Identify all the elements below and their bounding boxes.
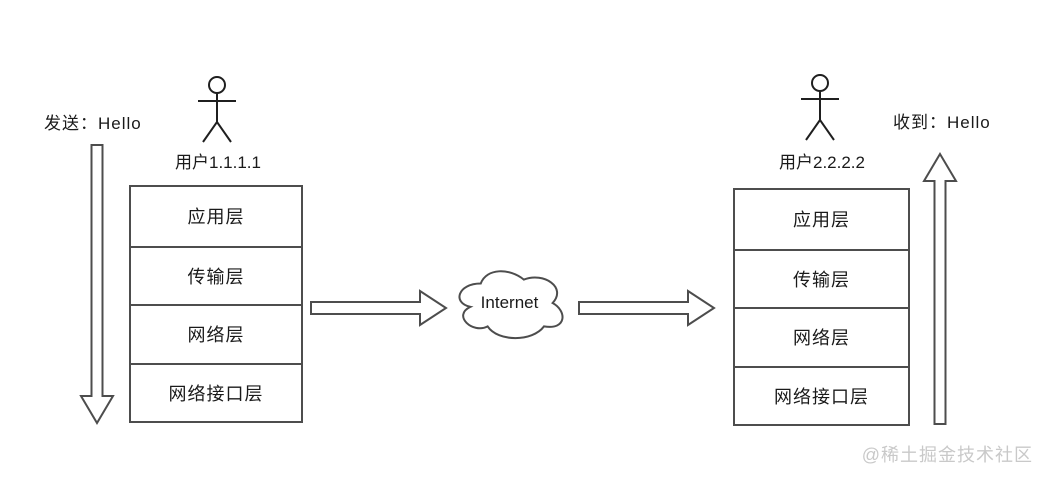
receiver-layer-application: 应用层 (793, 210, 850, 231)
receiver-stick-figure-icon (801, 74, 839, 141)
receiver-name-label: 用户2.2.2.2 (779, 153, 865, 172)
sender-layer-application: 应用层 (187, 207, 245, 228)
sender-protocol-stack: 应用层 传输层 网络层 网络接口层 (129, 185, 303, 423)
receiver-layer-interface: 网络接口层 (735, 365, 908, 425)
receiver-layer-transport: 传输层 (735, 248, 908, 308)
send-label: 发送：Hello (44, 114, 142, 133)
sender-layer-transport: 传输层 (131, 245, 301, 305)
arrow-from-internet-icon (578, 289, 716, 327)
down-arrow-icon (79, 144, 115, 425)
watermark-label: @稀土掘金技术社区 (861, 445, 1033, 465)
receiver-layer-network: 网络层 (735, 307, 908, 366)
sender-layer-interface: 网络接口层 (131, 362, 301, 422)
internet-label: Internet (480, 293, 539, 312)
sender-name-label: 用户1.1.1.1 (175, 153, 261, 172)
receive-label: 收到：Hello (893, 113, 991, 132)
sender-layer-network: 网络层 (131, 304, 301, 363)
internet-cloud-icon (458, 270, 564, 339)
sender-stick-figure-icon (198, 76, 236, 143)
up-arrow-icon (922, 152, 958, 425)
receiver-protocol-stack: 应用层 传输层 网络层 网络接口层 (733, 188, 910, 426)
arrow-to-internet-icon (310, 289, 448, 327)
